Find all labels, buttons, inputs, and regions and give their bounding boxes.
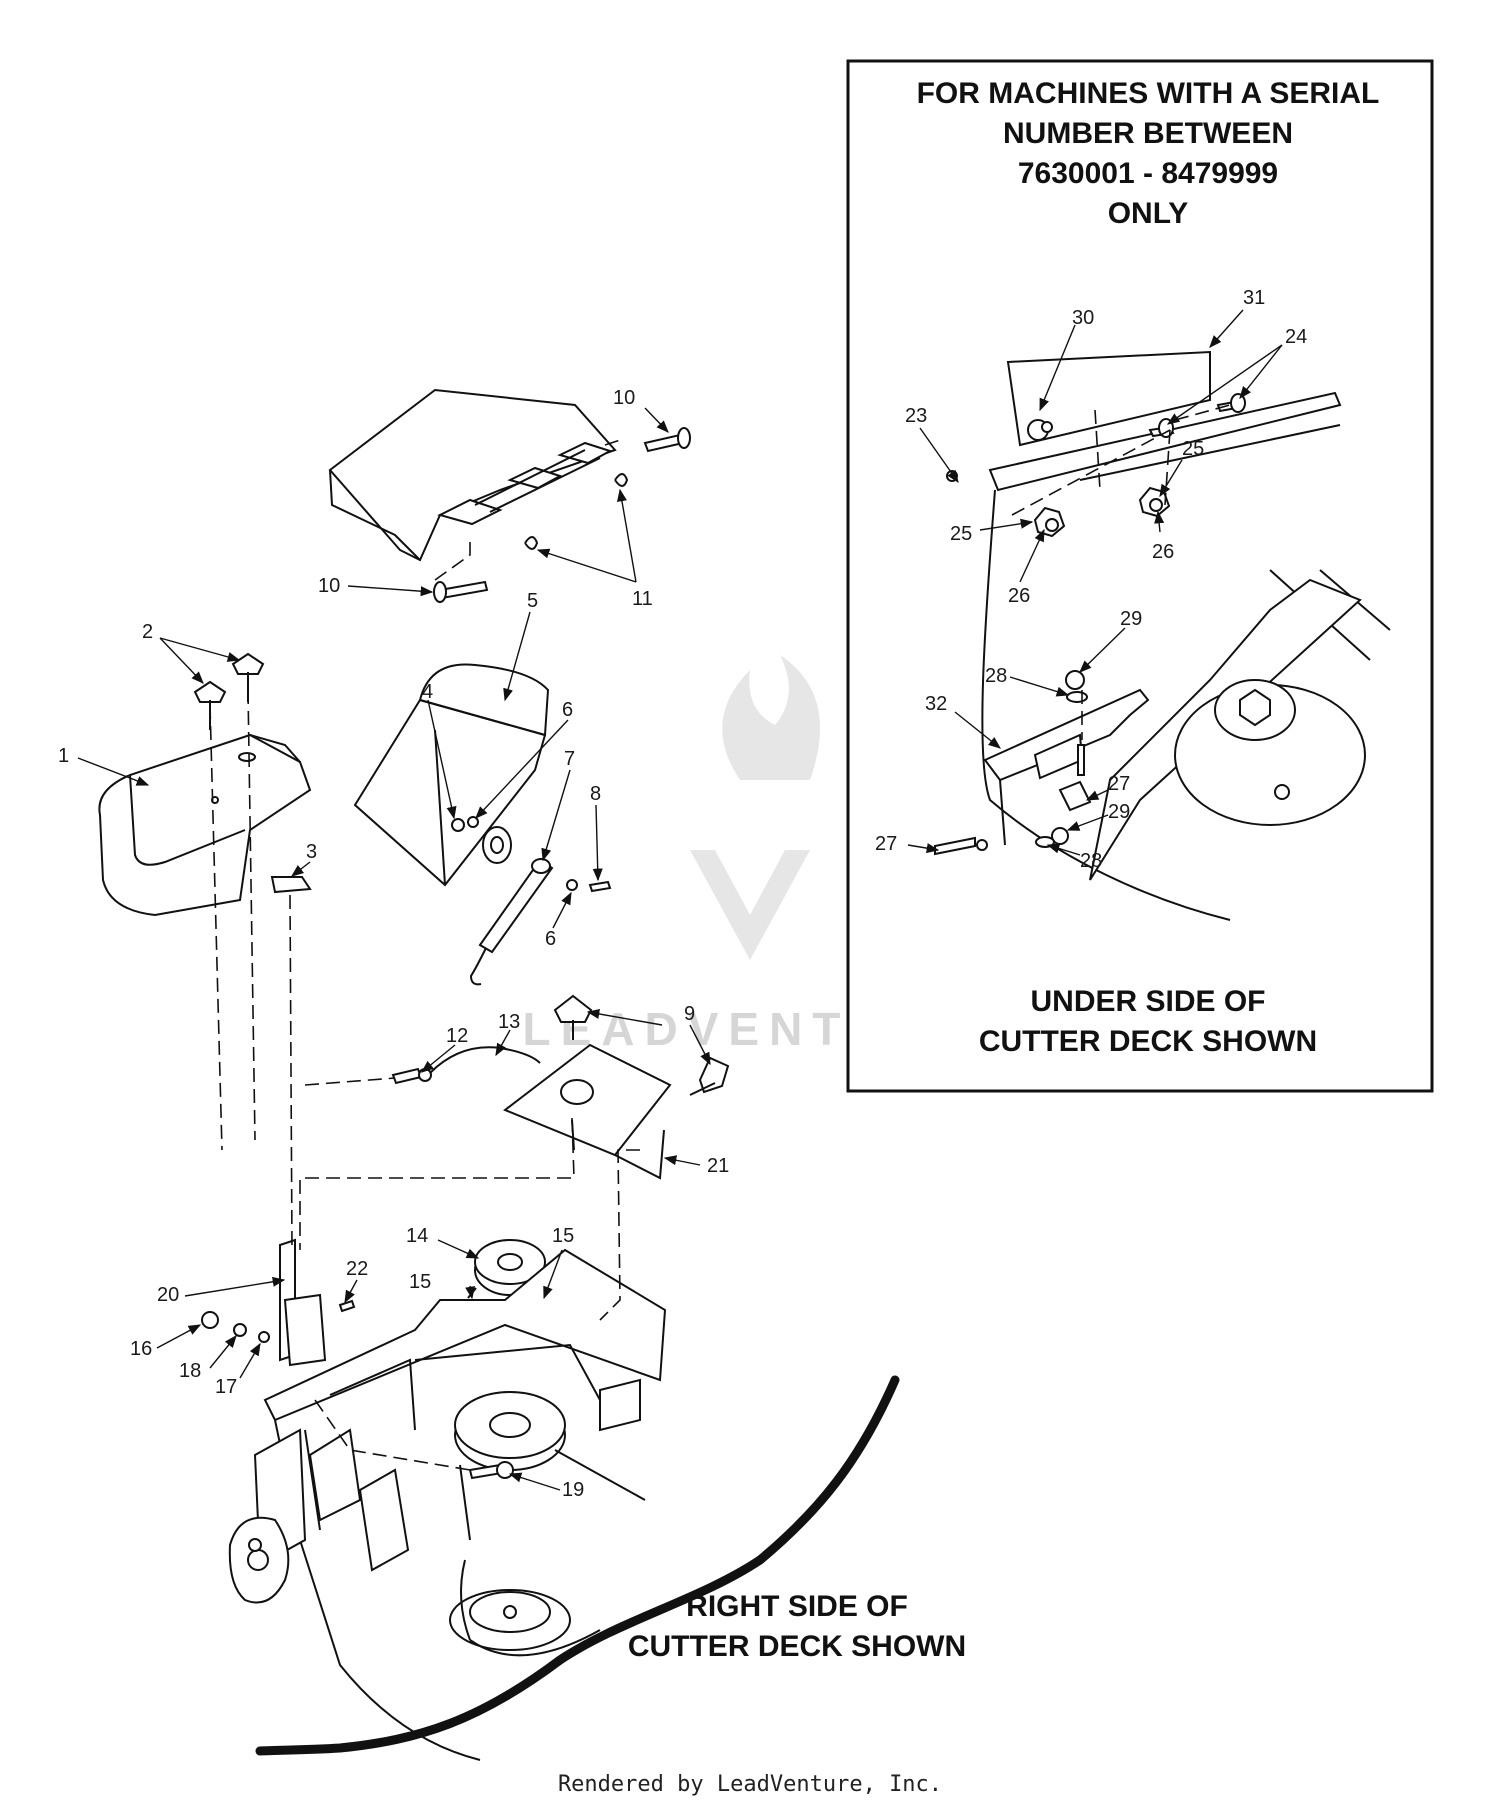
callout-11: 11: [632, 588, 653, 610]
callout-26-right: 26: [1152, 541, 1174, 563]
callout-1: 1: [58, 745, 69, 767]
callout-17: 17: [215, 1376, 237, 1398]
callout-28-bottom: 28: [1080, 850, 1102, 872]
callout-5: 5: [527, 590, 538, 612]
callout-28-top: 28: [985, 665, 1007, 687]
inset-blade: [1089, 578, 1366, 881]
inset-deck-rail: [981, 350, 1391, 921]
leader-lines: [77, 309, 1283, 1491]
callout-6-bottom: 6: [545, 928, 556, 950]
part-12-13-cable: [391, 1046, 541, 1085]
callout-14: 14: [406, 1225, 428, 1247]
main-caption-line-1: RIGHT SIDE OF: [686, 1590, 908, 1623]
part-11-clips: [524, 473, 629, 550]
callout-12: 12: [446, 1025, 468, 1047]
part-1-chute: [98, 733, 312, 917]
callout-31: 31: [1243, 287, 1265, 309]
inset-baffle: [983, 688, 1150, 846]
part-2-knobs: [193, 652, 265, 730]
callout-19: 19: [562, 1479, 584, 1501]
inset-caption-line-2: CUTTER DECK SHOWN: [979, 1025, 1317, 1058]
callout-7: 7: [564, 748, 575, 770]
callout-15-right: 15: [552, 1225, 574, 1247]
callout-20: 20: [157, 1284, 179, 1306]
part-14-pulley: [467, 1239, 546, 1299]
callout-10-top: 10: [613, 387, 635, 409]
inset-panel: FOR MACHINES WITH A SERIAL NUMBER BETWEE…: [846, 59, 1434, 1093]
callout-25-left: 25: [950, 523, 972, 545]
inset-title-line-4: ONLY: [1108, 197, 1189, 230]
callout-15-left: 15: [409, 1271, 431, 1293]
footer-credit: Rendered by LeadVenture, Inc.: [557, 1772, 943, 1797]
callout-32: 32: [925, 693, 947, 715]
top-deflector: [328, 388, 617, 562]
callout-3: 3: [306, 841, 317, 863]
part-5-chute-body: [353, 663, 550, 887]
callout-13: 13: [498, 1011, 520, 1033]
callout-27-left: 27: [875, 833, 897, 855]
part-10-pins: [433, 427, 691, 603]
inset-hardware: [934, 393, 1246, 856]
inset-caption-line-1: UNDER SIDE OF: [1030, 985, 1265, 1018]
callout-2: 2: [142, 621, 153, 643]
callout-labels: 1 2 3 4 5 6 7 6 8 9 10 10 11 12 13 14 15…: [58, 287, 1307, 1501]
main-caption-line-2: CUTTER DECK SHOWN: [628, 1630, 966, 1663]
cutter-deck: [228, 1248, 900, 1761]
callout-16: 16: [130, 1338, 152, 1360]
callout-26-left: 26: [1008, 585, 1030, 607]
callout-10-bottom: 10: [318, 575, 340, 597]
callout-8: 8: [590, 783, 601, 805]
callout-6-top: 6: [562, 699, 573, 721]
inset-title-line-1: FOR MACHINES WITH A SERIAL: [917, 77, 1380, 110]
callout-22: 22: [346, 1258, 368, 1280]
part-7-spring: [469, 858, 612, 986]
part-21-bracket: [503, 1043, 672, 1180]
callout-25-top: 25: [1182, 438, 1204, 460]
part-20-bracket: [201, 1238, 356, 1367]
callout-24: 24: [1285, 326, 1307, 348]
inset-title-line-3: 7630001 - 8479999: [1018, 157, 1278, 190]
callout-27-right: 27: [1108, 773, 1130, 795]
callout-18: 18: [179, 1360, 201, 1382]
callout-30: 30: [1072, 307, 1094, 329]
callout-29-top: 29: [1120, 608, 1142, 630]
inset-title-line-2: NUMBER BETWEEN: [1003, 117, 1293, 150]
callout-9: 9: [684, 1003, 695, 1025]
part-3-pad: [270, 876, 312, 894]
callout-21: 21: [707, 1155, 729, 1177]
assembly-lines: [209, 439, 640, 1471]
callout-4: 4: [422, 681, 433, 703]
callout-23: 23: [905, 405, 927, 427]
callout-29-bottom: 29: [1108, 801, 1130, 823]
